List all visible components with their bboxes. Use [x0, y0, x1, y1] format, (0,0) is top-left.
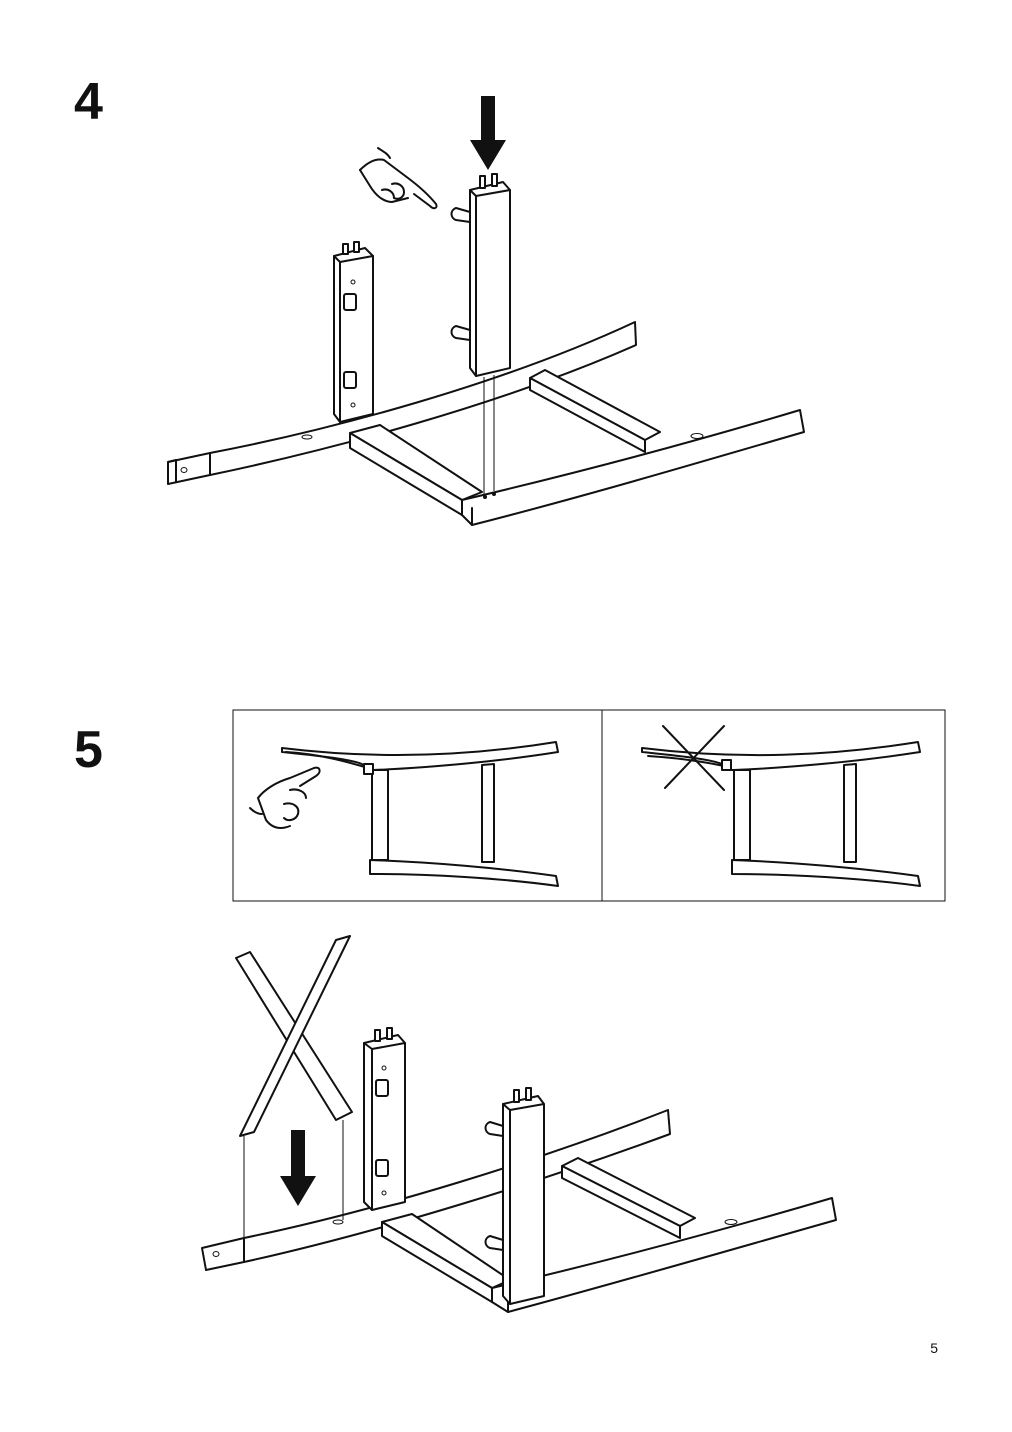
down-arrow-icon [280, 1130, 316, 1206]
frame-rail-left [167, 321, 637, 485]
step-4-illustration [167, 96, 805, 526]
leg-left [333, 241, 374, 423]
pointing-hand-icon [359, 147, 438, 210]
down-arrow-icon [470, 96, 506, 170]
x-brace [235, 935, 353, 1238]
leg-left [363, 1027, 406, 1211]
leg-right [484, 1087, 545, 1305]
frame-crossbar [529, 369, 661, 453]
cross-mark-icon [662, 725, 725, 791]
step-5-illustration [201, 935, 837, 1313]
leg-inserting [450, 173, 511, 494]
detail-wrong [641, 725, 921, 887]
step-5-detail-panels [232, 709, 946, 902]
frame-rail-right [461, 409, 805, 526]
page-number: 5 [930, 1340, 938, 1356]
pointing-hand-icon [249, 766, 321, 829]
frame-crossbar [561, 1157, 696, 1239]
frame-front-bar [349, 424, 483, 516]
step-5-number: 5 [74, 721, 103, 779]
detail-frame [232, 709, 946, 902]
step-4-number: 4 [74, 73, 103, 131]
detail-correct [249, 741, 559, 887]
frame-front-bar [381, 1213, 511, 1303]
